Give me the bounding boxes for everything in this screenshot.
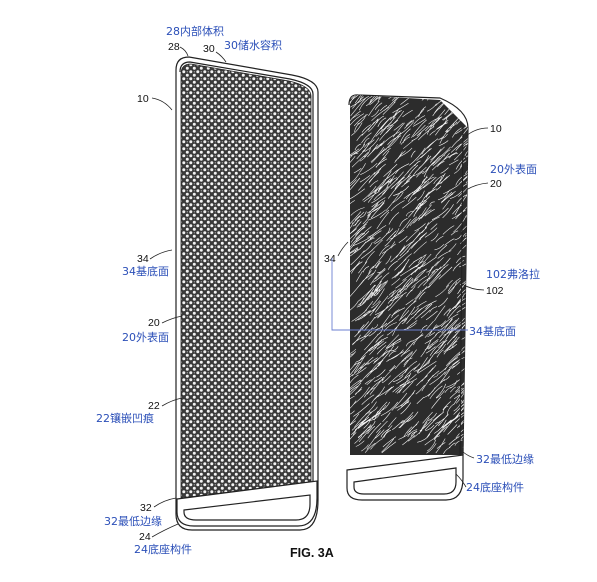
ref-30: 30 xyxy=(203,43,215,55)
label-34-base-surface-left: 34基底面 xyxy=(122,264,169,278)
dimpled-outer-surface xyxy=(180,63,312,499)
ref-34-left: 34 xyxy=(137,253,149,265)
left-panel-inner-edge xyxy=(179,61,314,484)
base-member-right-inner xyxy=(353,467,457,495)
ref-28: 28 xyxy=(168,41,180,53)
label-24-base-member-right: 24底座构件 xyxy=(466,480,524,494)
ref-34-right: 34 xyxy=(324,253,336,265)
leader-22 xyxy=(161,397,183,407)
label-20-outer-surface-right: 20外表面 xyxy=(490,162,537,176)
leader-20-right xyxy=(465,182,489,191)
leader-32-left xyxy=(153,497,177,508)
left-panel-outline xyxy=(175,56,319,531)
label-34-base-surface-right: 34基底面 xyxy=(469,324,516,338)
connector-34-base-surface xyxy=(331,258,468,331)
base-member-right xyxy=(346,454,464,501)
leader-32-right xyxy=(462,451,475,459)
ref-22: 22 xyxy=(148,400,160,412)
leader-10-right xyxy=(465,127,489,137)
right-panel xyxy=(346,94,469,501)
left-panel xyxy=(175,56,319,531)
ref-20-right: 20 xyxy=(490,178,502,190)
ref-20-left: 20 xyxy=(148,317,160,329)
leader-34-right xyxy=(337,241,349,257)
ref-10-left: 10 xyxy=(137,93,149,105)
leader-102 xyxy=(461,283,485,291)
leader-30 xyxy=(215,51,227,63)
ref-10-right: 10 xyxy=(490,123,502,135)
leader-20-left xyxy=(161,315,183,324)
label-22-tessellated-dimples: 22镶嵌凹痕 xyxy=(96,411,154,425)
flora-right-edge xyxy=(459,127,464,456)
label-24-base-member-left: 24底座构件 xyxy=(134,542,192,556)
label-102-flora: 102弗洛拉 xyxy=(486,267,540,281)
right-panel-outline xyxy=(348,94,469,456)
label-28-internal-volume: 28内部体积 xyxy=(166,24,224,38)
leader-24-left xyxy=(151,523,179,538)
ref-32-left: 32 xyxy=(140,502,152,514)
flora-foliage xyxy=(350,95,468,455)
base-member-left xyxy=(176,480,318,527)
left-annotations: 28内部体积 28 30 30储水容积 10 34 34基底面 20 20外表面… xyxy=(96,24,282,556)
right-annotations: 10 20外表面 20 34 102弗洛拉 102 34基底面 32最低边缘 2… xyxy=(324,123,540,494)
label-32-lowest-edge-left: 32最低边缘 xyxy=(104,515,162,528)
label-32-lowest-edge-right: 32最低边缘 xyxy=(476,453,534,466)
leader-28 xyxy=(179,46,189,57)
base-member-left-inner xyxy=(183,494,311,521)
figure-caption: FIG. 3A xyxy=(290,546,334,560)
leader-10-left xyxy=(151,97,173,111)
leader-24-right xyxy=(455,473,467,488)
label-20-outer-surface-left: 20外表面 xyxy=(122,330,169,344)
label-30-water-capacity: 30储水容积 xyxy=(224,38,282,52)
ref-24-left: 24 xyxy=(139,531,151,543)
ref-102: 102 xyxy=(486,285,504,297)
leader-34-left xyxy=(149,249,173,260)
